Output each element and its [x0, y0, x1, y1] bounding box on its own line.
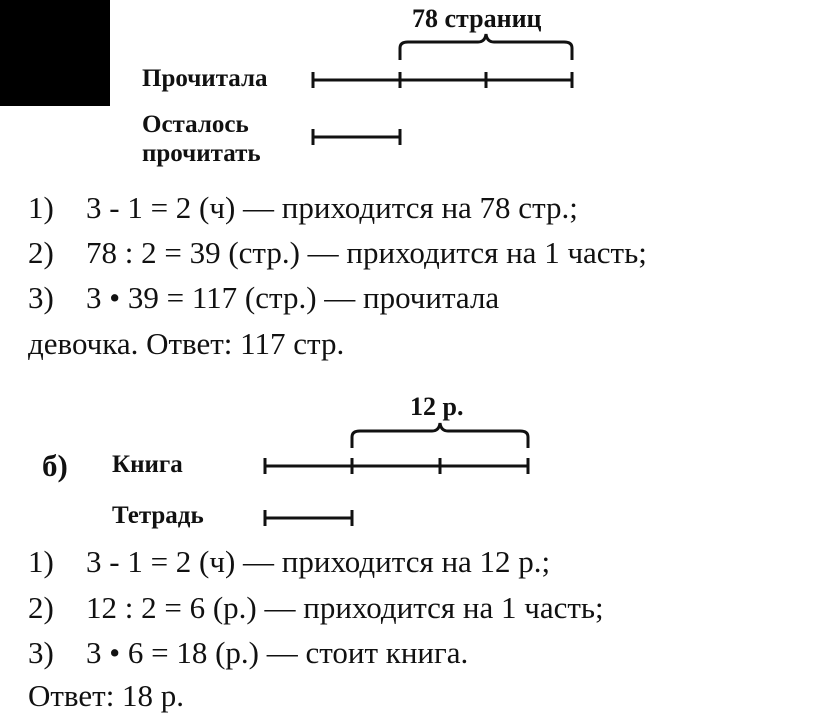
- brace-label-a: 78 страниц: [412, 4, 542, 33]
- brace-label-b: 12 р.: [410, 392, 464, 421]
- step-b-2: 2)12 : 2 = 6 (р.) — приходится на 1 част…: [28, 590, 604, 625]
- step-b-1: 1)3 - 1 = 2 (ч) — приходится на 12 р.;: [28, 544, 551, 579]
- step-a-2: 2)78 : 2 = 39 (стр.) — приходится на 1 ч…: [28, 235, 647, 270]
- step-b-3: 3)3 • 6 = 18 (р.) — стоит книга.: [28, 635, 469, 670]
- label-remaining-2: прочитать: [142, 140, 261, 167]
- label-book: Книга: [112, 451, 183, 478]
- step-a-3: 3)3 • 39 = 117 (стр.) — прочитала: [28, 280, 500, 315]
- label-notebook: Тетрадь: [112, 502, 204, 529]
- label-read: Прочитала: [142, 65, 268, 92]
- answer-a: девочка. Ответ: 117 стр.: [28, 326, 345, 361]
- answer-b: Ответ: 18 р.: [28, 678, 185, 713]
- step-a-1: 1)3 - 1 = 2 (ч) — приходится на 78 стр.;: [28, 190, 578, 225]
- brace-b: [350, 422, 530, 448]
- label-remaining-1: Осталось: [142, 111, 249, 138]
- black-box: [0, 0, 110, 106]
- part-letter-b: б): [42, 448, 68, 483]
- brace-a: [398, 33, 574, 60]
